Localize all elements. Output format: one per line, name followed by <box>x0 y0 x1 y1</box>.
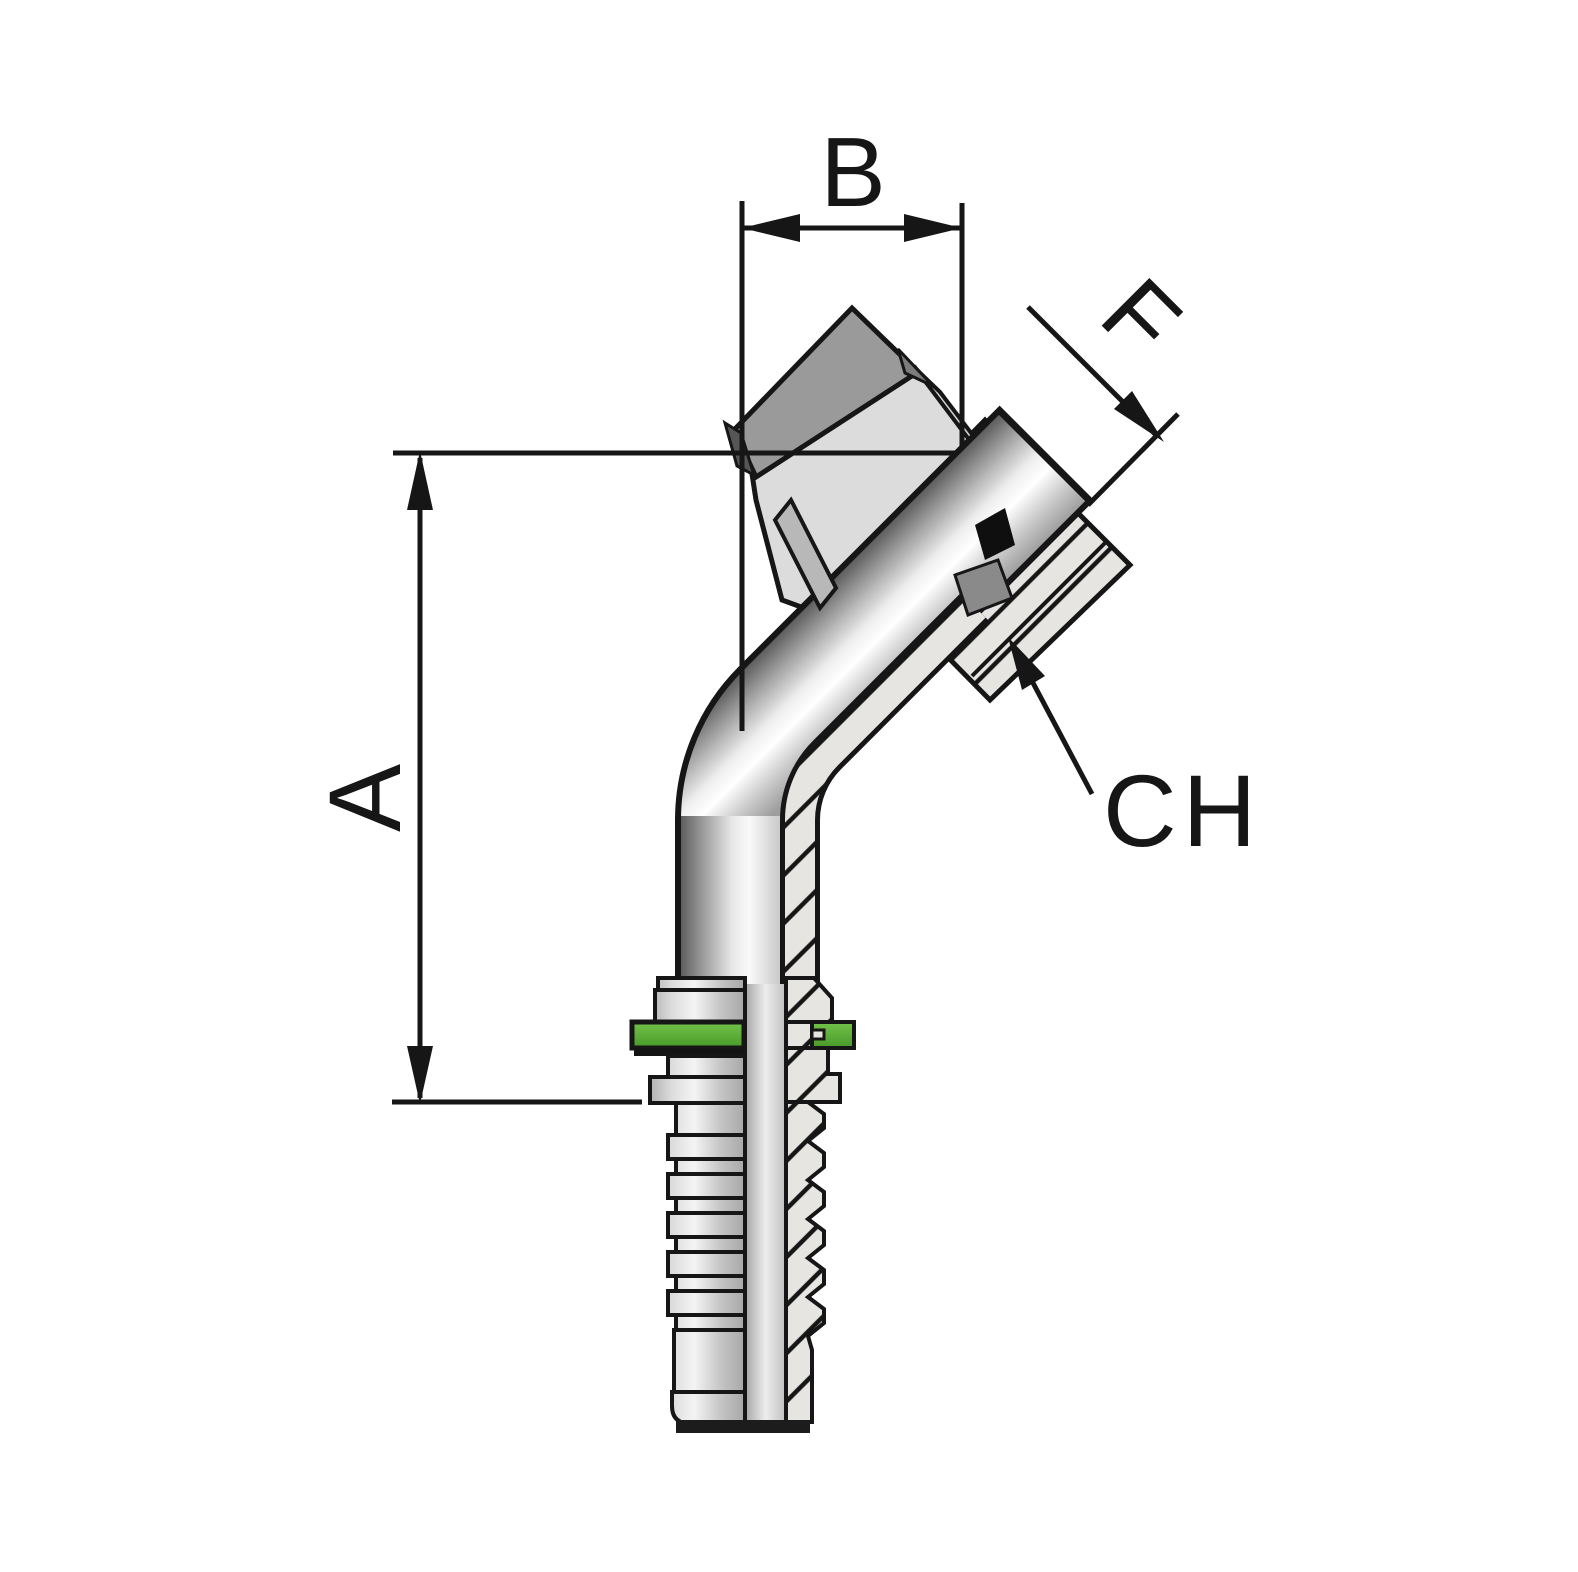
seal-ring-left <box>629 1019 747 1051</box>
section-wall-ring-row <box>784 1020 814 1050</box>
dim-f-extension <box>1086 412 1180 507</box>
shank-smooth-section <box>672 1328 747 1394</box>
section-wall-hatch <box>785 596 986 988</box>
seal-washer-tab <box>772 496 839 612</box>
dim-f-label: F <box>1081 257 1201 377</box>
leader-ch-label: CH <box>1103 754 1262 868</box>
hose-stem <box>629 976 856 1433</box>
barb-ridge <box>666 1289 747 1317</box>
seal-ring-shadow <box>634 1048 744 1056</box>
dim-f-arrow <box>1114 391 1164 442</box>
section-detail-dark-wedge <box>975 508 1015 560</box>
dim-b-arrow-left <box>742 214 800 242</box>
section-wall-collar <box>784 976 834 1024</box>
barb-ridge <box>666 1133 747 1161</box>
leader-ch: CH <box>1008 637 1262 868</box>
hex-corner-chamfer <box>896 347 935 388</box>
dim-b-arrow-right <box>904 214 962 242</box>
barb-ridge <box>666 1172 747 1200</box>
stem-flange-block <box>648 1075 747 1105</box>
stem-end-cap <box>676 1420 810 1433</box>
dim-a-arrow-up <box>407 451 433 510</box>
section-wall-step <box>784 1046 842 1104</box>
knurl-facet-line <box>970 540 1108 678</box>
section-wall-barbs <box>784 1100 826 1424</box>
dimension-b: B <box>739 117 965 731</box>
leader-ch-line <box>1029 679 1095 796</box>
bend-section-wall <box>780 592 990 988</box>
barb-ridge <box>666 1211 747 1239</box>
dim-a-arrow-down <box>407 1046 433 1104</box>
dim-a-label: A <box>308 764 422 832</box>
dimension-a: A <box>308 450 958 1105</box>
stem-step-block <box>666 1054 747 1079</box>
barb-ridge <box>666 1250 747 1278</box>
dim-b-label: B <box>820 117 885 227</box>
seal-ring-notch <box>810 1028 826 1041</box>
section-detail-cone <box>953 558 1014 617</box>
stem-collar-block <box>653 988 747 1024</box>
tube-surface-bend <box>681 414 1086 990</box>
shank-end-band <box>670 1390 747 1426</box>
stem-bore <box>745 984 786 1422</box>
leader-ch-arrow <box>1008 637 1045 690</box>
